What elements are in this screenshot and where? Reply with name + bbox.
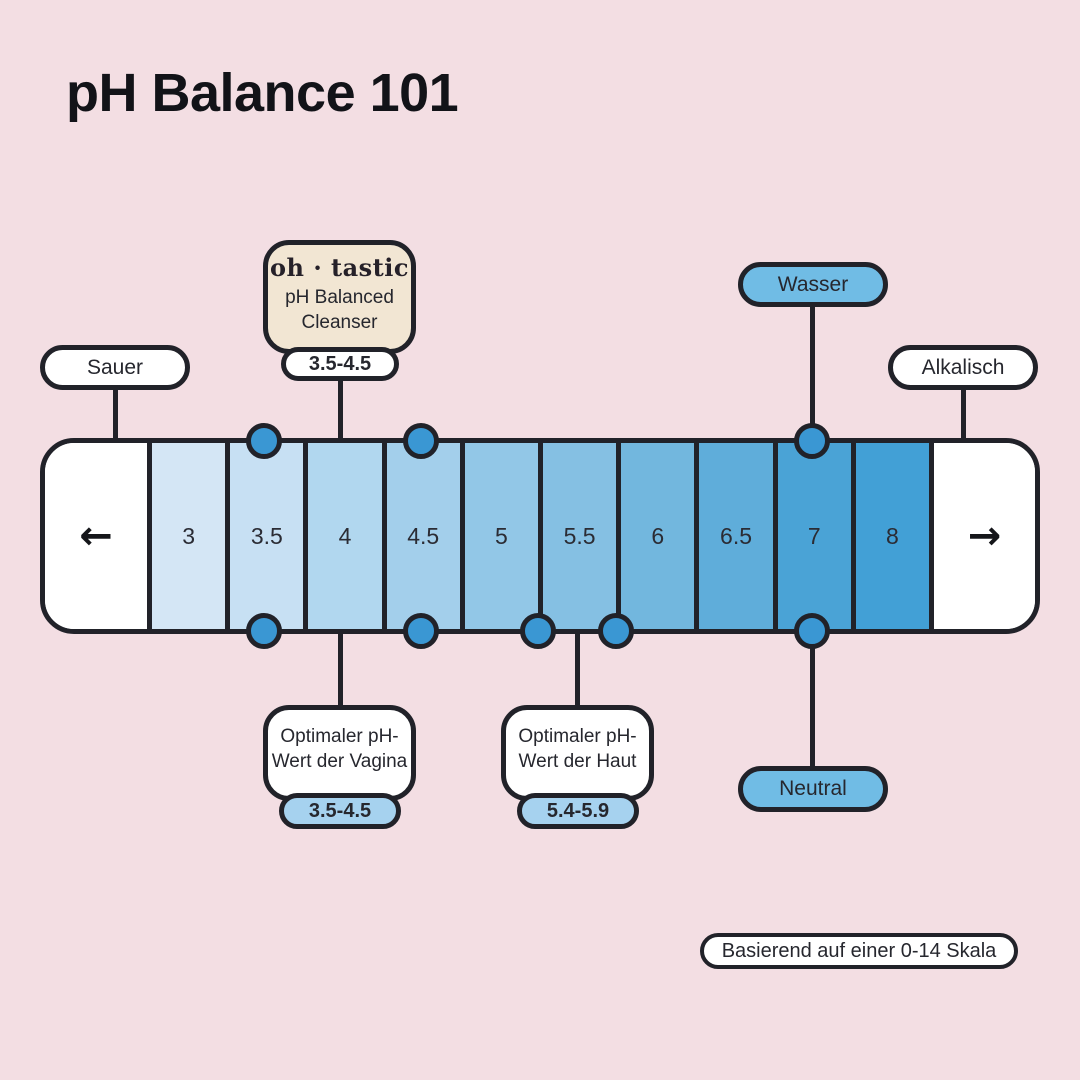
segment-label: 5 (495, 522, 508, 549)
range-dot-3_5-bottom (246, 613, 282, 649)
cleanser-range-value: 3.5-4.5 (308, 352, 372, 375)
wasser-label: Wasser (777, 272, 849, 296)
cleanser-callout-box: oh · tastic pH Balanced Cleanser (263, 240, 416, 354)
right-arrow-icon: → (967, 513, 1002, 559)
vagina-range-value: 3.5-4.5 (308, 799, 372, 822)
wasser-connector-line (810, 302, 815, 442)
neutral-label: Neutral (779, 777, 847, 800)
range-dot-7-top (794, 423, 830, 459)
haut-connector-line (575, 630, 580, 707)
alkalisch-label-pill: Alkalisch (888, 345, 1038, 390)
haut-callout-box: Optimaler pH-Wert der Haut (501, 705, 654, 801)
scale-right-cap: → (929, 443, 1035, 629)
ph-scale-bar: ← 3 3.5 4 4.5 5 5.5 6 6.5 7 8 → (40, 438, 1040, 634)
segment-label: 6 (651, 522, 665, 549)
cleanser-connector-line (338, 376, 343, 441)
page-title: pH Balance 101 (66, 63, 459, 123)
scale-segment-8: 8 (850, 443, 930, 629)
alkalisch-label: Alkalisch (921, 355, 1005, 379)
scale-segment-3_5: 3.5 (225, 443, 304, 629)
vagina-connector-line (338, 630, 343, 707)
haut-range-value: 5.4-5.9 (546, 799, 610, 822)
scale-segment-6_5: 6.5 (694, 443, 773, 629)
segment-label: 4.5 (407, 522, 440, 549)
vagina-range-pill: 3.5-4.5 (279, 793, 401, 829)
footnote-text: Basierend auf einer 0-14 Skala (721, 939, 997, 962)
range-dot-4_5-top (403, 423, 439, 459)
scale-segment-5: 5 (459, 443, 539, 629)
segment-label: 3.5 (250, 522, 283, 549)
scale-segment-3: 3 (147, 443, 226, 629)
scale-segment-4_5: 4.5 (381, 443, 460, 629)
segment-label: 8 (886, 522, 899, 549)
range-dot-7-bottom (794, 613, 830, 649)
left-arrow-icon: ← (79, 513, 113, 559)
ohtastic-brand-logo: oh · tastic (270, 252, 409, 282)
segment-label: 4 (338, 522, 352, 549)
haut-callout-text: Optimaler pH-Wert der Haut (518, 726, 637, 772)
sauer-label-pill: Sauer (40, 345, 190, 390)
segment-label: 7 (807, 522, 821, 549)
alkalisch-connector-line (961, 385, 966, 441)
scale-footnote-pill: Basierend auf einer 0-14 Skala (700, 933, 1018, 969)
segment-label: 6.5 (720, 522, 753, 549)
segment-label: 3 (182, 522, 195, 549)
scale-segment-4: 4 (303, 443, 382, 629)
range-dot-4_5-bottom (403, 613, 439, 649)
scale-left-cap: ← (45, 443, 147, 629)
range-dot-3_5-top (246, 423, 282, 459)
segment-label: 5.5 (563, 522, 596, 549)
haut-range-pill: 5.4-5.9 (517, 793, 639, 829)
range-dot-5_4-bottom (520, 613, 556, 649)
sauer-label: Sauer (86, 355, 144, 379)
neutral-label-pill: Neutral (738, 766, 888, 812)
neutral-connector-line (810, 630, 815, 768)
cleanser-product-name: pH Balanced Cleanser (285, 286, 394, 333)
range-dot-5_9-bottom (598, 613, 634, 649)
scale-segment-6: 6 (616, 443, 695, 629)
scale-segment-7: 7 (772, 443, 851, 629)
scale-segment-5_5: 5.5 (538, 443, 617, 629)
sauer-connector-line (113, 385, 118, 441)
cleanser-range-pill: 3.5-4.5 (281, 347, 399, 381)
vagina-callout-box: Optimaler pH-Wert der Vagina (263, 705, 416, 801)
vagina-callout-text: Optimaler pH-Wert der Vagina (271, 726, 408, 772)
wasser-label-pill: Wasser (738, 262, 888, 307)
